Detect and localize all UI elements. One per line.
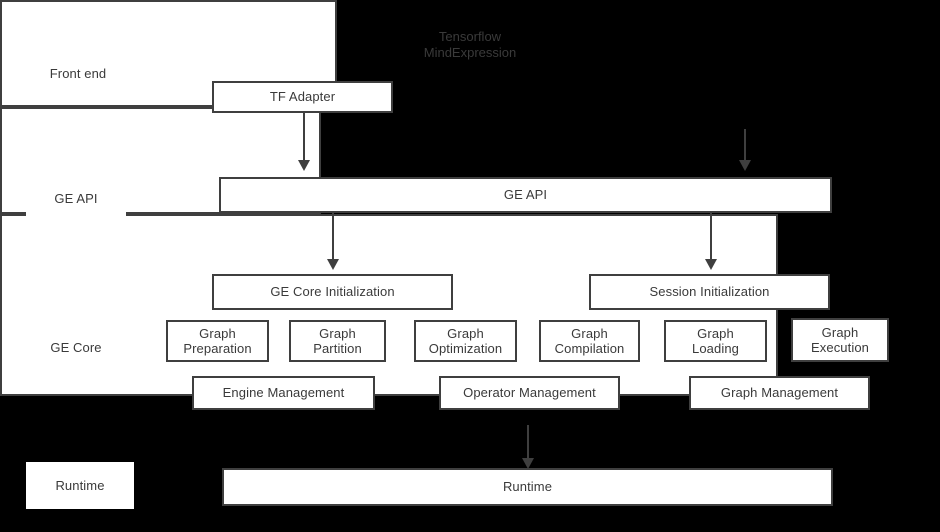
- graph-partition-label-line1: Graph: [319, 325, 356, 341]
- mindexpression-label: MindExpression: [423, 45, 517, 60]
- connector-arrowhead-tfadapter-geapi: [298, 160, 310, 171]
- graph-preparation-label-line1: Graph: [199, 325, 236, 341]
- graph-loading-box[interactable]: Graph Loading: [664, 320, 767, 362]
- tf-adapter-label: TF Adapter: [269, 89, 336, 105]
- ge-core-initialization-box[interactable]: GE Core Initialization: [212, 274, 453, 310]
- operator-management-box[interactable]: Operator Management: [439, 376, 620, 410]
- session-initialization-box[interactable]: Session Initialization: [589, 274, 830, 310]
- connector-arrowhead-mindexpression-geapi: [739, 160, 751, 171]
- connector-line-gecore-runtime: [527, 425, 529, 462]
- session-initialization-label: Session Initialization: [649, 284, 770, 300]
- layer-label-front-end-text: Front end: [49, 65, 107, 81]
- tensorflow-label: Tensorflow: [438, 29, 502, 44]
- connector-arrowhead-geapi-sessioninit: [705, 259, 717, 270]
- graph-preparation-label-line2: Preparation: [183, 341, 252, 356]
- graph-execution-label-line1: Graph: [821, 324, 859, 340]
- ge-api-bar-label: GE API: [503, 187, 548, 203]
- graph-compilation-label-line1: Graph: [571, 325, 608, 341]
- graph-partition-label-line2: Partition: [313, 341, 362, 356]
- connector-arrowhead-geapi-gecoreinit: [327, 259, 339, 270]
- graph-loading-label-line1: Graph: [697, 325, 734, 341]
- graph-partition-box[interactable]: Graph Partition: [289, 320, 386, 362]
- layer-label-runtime-text: Runtime: [55, 477, 105, 493]
- graph-optimization-box[interactable]: Graph Optimization: [414, 320, 517, 362]
- layer-label-ge-core: GE Core: [26, 324, 126, 371]
- layer-label-runtime: Runtime: [26, 462, 134, 509]
- graph-execution-box[interactable]: Graph Execution: [791, 318, 889, 362]
- graph-compilation-label-line2: Compilation: [554, 341, 625, 356]
- engine-management-box[interactable]: Engine Management: [192, 376, 375, 410]
- layer-label-ge-api-text: GE API: [54, 190, 98, 206]
- graph-preparation-box[interactable]: Graph Preparation: [166, 320, 269, 362]
- operator-management-label: Operator Management: [463, 385, 596, 401]
- connector-arrowhead-gecore-runtime: [522, 458, 534, 469]
- tf-adapter-box[interactable]: TF Adapter: [212, 81, 393, 113]
- graph-optimization-label-line1: Graph: [447, 325, 484, 341]
- ge-core-initialization-label: GE Core Initialization: [270, 284, 395, 300]
- graph-loading-label-line2: Loading: [692, 341, 739, 356]
- connector-line-mindexpression-geapi: [744, 129, 746, 163]
- graph-management-box[interactable]: Graph Management: [689, 376, 870, 410]
- runtime-bar[interactable]: Runtime: [222, 468, 833, 506]
- connector-line-tfadapter-geapi: [303, 113, 305, 163]
- layer-label-ge-api: GE API: [26, 176, 126, 221]
- connector-line-geapi-gecoreinit: [332, 213, 334, 261]
- engine-management-label: Engine Management: [222, 385, 345, 401]
- runtime-bar-label: Runtime: [502, 479, 553, 495]
- graph-compilation-box[interactable]: Graph Compilation: [539, 320, 640, 362]
- connector-line-geapi-sessioninit: [710, 213, 712, 261]
- graph-optimization-label-line2: Optimization: [428, 341, 503, 356]
- graph-management-label: Graph Management: [720, 385, 839, 401]
- ge-api-bar[interactable]: GE API: [219, 177, 832, 213]
- graph-execution-label-line2: Execution: [811, 340, 869, 355]
- layer-label-ge-core-text: GE Core: [50, 339, 102, 355]
